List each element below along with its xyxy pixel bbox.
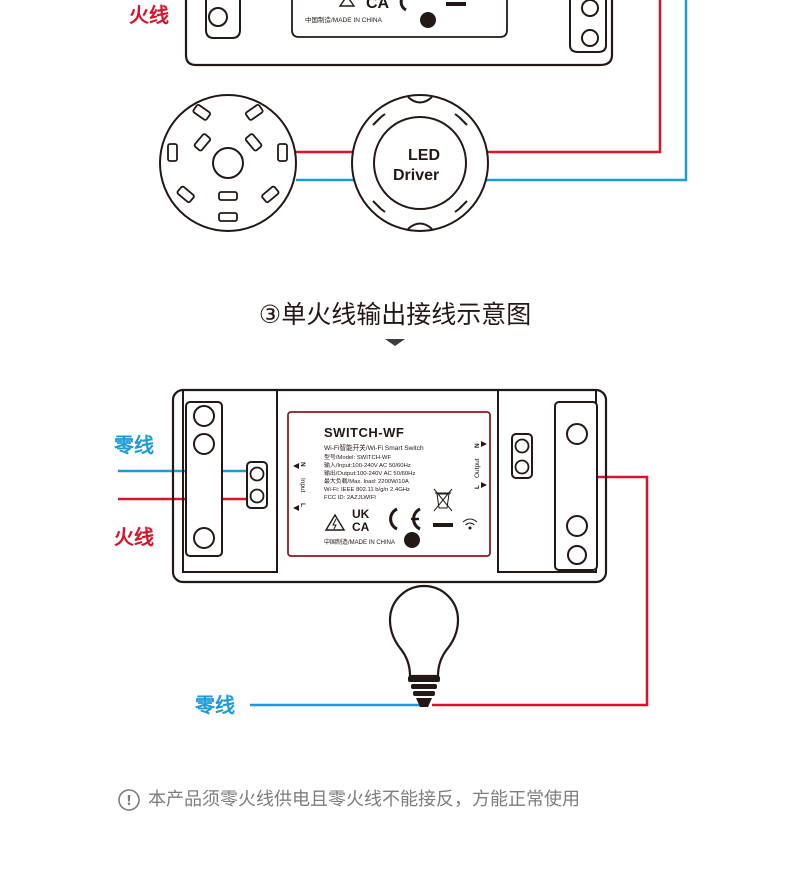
spec-output: 输出/Output:100-240V AC 50/60Hz: [324, 469, 415, 477]
live-output-wire: [432, 475, 649, 707]
weee-bin-icon: [433, 488, 453, 512]
output-l-label: L: [474, 485, 481, 489]
input-n-label: N: [299, 462, 306, 467]
device-made-in: 中国制造/MADE IN CHINA: [324, 538, 395, 546]
output-n-label: N: [474, 443, 481, 448]
info-alert-glyph: !: [126, 794, 132, 809]
smart-switch-device: SWITCH-WF Wi-Fi智能开关/Wi-Fi Smart Switch 型…: [171, 388, 608, 584]
wifi-icon: [462, 518, 478, 530]
top-made-in: 中国制造/MADE IN CHINA: [305, 15, 383, 24]
spec-model: 型号/Model: SWITCH-WF: [324, 453, 391, 461]
top-live-label: 火线: [129, 3, 169, 27]
lamp-neutral-label: 零线: [194, 693, 235, 717]
led-driver-icon: LED Driver: [351, 94, 489, 232]
section-title: ③单火线输出接线示意图: [259, 300, 531, 329]
input-l-label: L: [299, 503, 306, 507]
light-bulb-icon: [388, 584, 460, 707]
chevron-down-icon: [385, 339, 405, 346]
output-terminal-label: N Output L: [474, 441, 487, 489]
output-label: Output: [474, 458, 481, 478]
input-label: Input: [299, 478, 306, 493]
reset-button[interactable]: [404, 532, 420, 548]
footer-note: ! 本产品须零火线供电且零火线不能接反，方能正常使用: [118, 789, 580, 811]
top-neutral-wire-right: [486, 0, 688, 182]
input-terminal-label: N Input L: [293, 462, 306, 511]
warning-triangle-icon: [324, 513, 346, 531]
driver-line2: Driver: [393, 167, 439, 184]
info-alert-icon: [118, 789, 140, 811]
ukca-mark-uk: UK: [352, 507, 370, 521]
device-subtitle: Wi-Fi智能开关/Wi-Fi Smart Switch: [324, 443, 424, 452]
spec-fcc: FCC ID: 2AZJLWIFI: [324, 495, 376, 501]
spec-wifi: Wi-Fi: IEEE 802.11 b/g/n 2.4GHz: [324, 487, 410, 493]
device-model: SWITCH-WF: [324, 425, 404, 440]
spec-load: 最大负载/Max. load: 2200W/10A: [324, 477, 409, 485]
footer-note-text: 本产品须零火线供电且零火线不能接反，方能正常使用: [148, 789, 580, 810]
live-label: 火线: [114, 525, 154, 549]
top-live-wire-right: [486, 0, 662, 154]
spec-input: 输入/Input:100-240V AC 50/60Hz: [324, 461, 411, 469]
ce-mark-icon: [389, 507, 421, 531]
top-device-fragment: CA 中国制造/MADE IN CHINA: [184, 0, 614, 67]
driver-line1: LED: [408, 147, 440, 164]
ukca-mark-ca: CA: [352, 520, 370, 534]
neutral-label: 零线: [113, 433, 154, 457]
lamp-holder-icon: [159, 94, 297, 232]
top-mark-text: CA: [366, 0, 390, 12]
